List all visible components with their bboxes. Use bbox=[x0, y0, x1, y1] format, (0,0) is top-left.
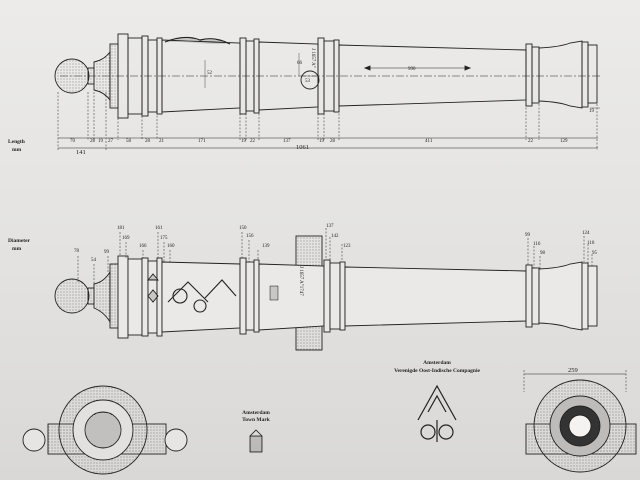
seg-22a: 22 bbox=[250, 139, 256, 144]
town-mark-city: Amsterdam bbox=[242, 410, 270, 416]
barrel-inscription: J 1657 A°1747 bbox=[298, 266, 303, 296]
dia-99: 99 bbox=[104, 250, 110, 255]
voc-name: Verenigde Oost-Indische Compagnie bbox=[394, 368, 480, 374]
diameter-unit-label: mm bbox=[12, 246, 22, 252]
decoration-band bbox=[164, 36, 231, 45]
seg-22b: 22 bbox=[528, 139, 534, 144]
seg-27: 27 bbox=[108, 139, 114, 144]
town-mark-icon bbox=[249, 429, 263, 453]
muzzle-width-259: 259 bbox=[568, 367, 578, 374]
dim-66: 66 bbox=[297, 61, 303, 66]
chase bbox=[338, 44, 527, 107]
diameter-leaders bbox=[77, 228, 593, 288]
seg-19a: 19 bbox=[98, 139, 104, 144]
seg-28a: 28 bbox=[90, 139, 96, 144]
voc-monogram bbox=[417, 384, 457, 442]
diameter-labels: 78 54 99 181 169 166 161 175 160 150 156… bbox=[74, 224, 598, 263]
dia-137: 137 bbox=[326, 224, 334, 229]
length-unit-label: mm bbox=[12, 147, 22, 153]
dia-166: 166 bbox=[139, 244, 147, 249]
dia-110: 110 bbox=[587, 241, 595, 246]
dia-99-chase: 99 bbox=[525, 233, 531, 238]
dia-123: 123 bbox=[343, 244, 351, 249]
muzzle-swell bbox=[538, 40, 583, 109]
seg-70: 70 bbox=[70, 139, 76, 144]
seg-58: 58 bbox=[126, 139, 132, 144]
seg-28b: 28 bbox=[145, 139, 151, 144]
diameter-label: Diameter bbox=[8, 238, 31, 244]
dim-bore-length: 990 bbox=[408, 67, 416, 72]
muzzle-end-view bbox=[523, 370, 637, 473]
dia-161: 161 bbox=[155, 226, 163, 231]
dia-78: 78 bbox=[74, 249, 80, 254]
dia-169: 169 bbox=[122, 236, 130, 241]
length-label: Length bbox=[8, 139, 25, 145]
seg-411: 411 bbox=[425, 139, 433, 144]
dia-139: 139 bbox=[262, 244, 270, 249]
town-mark-caption: Town Mark bbox=[242, 417, 271, 423]
seg-129: 129 bbox=[560, 139, 568, 144]
cannon-side-view bbox=[54, 235, 598, 351]
dia-160: 160 bbox=[167, 244, 175, 249]
seg-137: 137 bbox=[283, 139, 291, 144]
seg-19b: 19 bbox=[241, 139, 247, 144]
seg-21: 21 bbox=[159, 139, 165, 144]
dim-52: 52 bbox=[207, 71, 213, 76]
dia-95: 95 bbox=[592, 251, 598, 256]
dia-181: 181 bbox=[117, 226, 125, 231]
dia-124: 124 bbox=[582, 231, 590, 236]
dia-142: 142 bbox=[331, 234, 339, 239]
dia-54: 54 bbox=[91, 258, 97, 263]
length-segment-labels: 70 28 19 27 58 28 21 171 19 22 137 19 28… bbox=[70, 109, 595, 156]
voc-city: Amsterdam bbox=[423, 360, 451, 366]
dia-98: 98 bbox=[540, 251, 546, 256]
breech-end-view bbox=[22, 385, 188, 475]
cannon-top-view bbox=[54, 33, 600, 119]
seg-19c: 19 bbox=[319, 139, 325, 144]
dim-53: 53 bbox=[305, 79, 311, 84]
dia-150: 150 bbox=[239, 226, 247, 231]
total-1061: 1061 bbox=[296, 144, 309, 151]
subtotal-141: 141 bbox=[76, 149, 86, 156]
seg-19-muzzle: 19 bbox=[589, 109, 595, 114]
vent-circle bbox=[300, 70, 320, 90]
length-dimension-chain bbox=[57, 92, 598, 150]
top-inscription: J 1657 A° bbox=[310, 48, 315, 68]
side-cascabel-knob bbox=[54, 278, 90, 314]
seg-28c: 28 bbox=[330, 139, 336, 144]
dia-156: 156 bbox=[246, 234, 254, 239]
voc-emblem-barrel bbox=[167, 279, 237, 313]
dia-175: 175 bbox=[160, 236, 168, 241]
dia-116: 116 bbox=[533, 242, 541, 247]
seg-171: 171 bbox=[198, 139, 206, 144]
